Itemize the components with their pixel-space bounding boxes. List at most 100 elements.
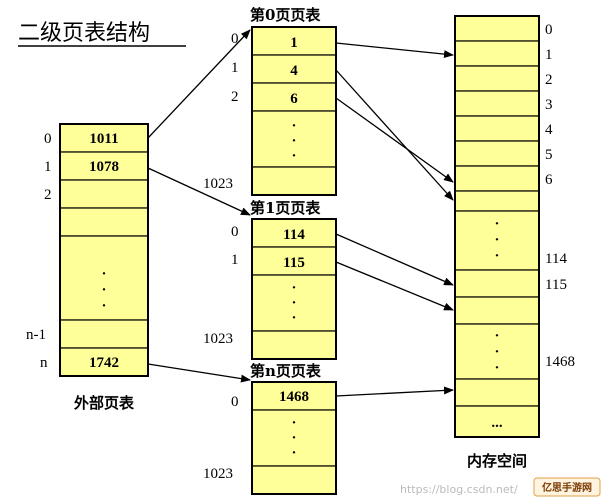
pt1-value: 114 [283,227,305,243]
ptn-cell-last [251,465,337,495]
page-table-1-frame [251,218,337,360]
ellipsis-dot: · [494,360,499,376]
pt0-cell-gap [251,110,337,168]
page-table-n: 第n页页表 1468 · · · 0 1023 [203,362,337,495]
ptn-value: 1468 [279,389,309,405]
memory-frame [454,15,540,438]
mem-frame-5 [454,140,540,167]
mem-frame-0 [454,15,540,42]
outer-value: 1078 [89,159,119,175]
mem-frame-4 [454,115,540,142]
pt0-index: 1 [231,60,239,76]
mem-index: 115 [545,277,567,293]
mem-frame-115 [454,296,540,325]
page-table-0: 第0页页表 1 4 6 · · · 0 1 2 1023 [203,6,337,196]
outer-table-frame [59,123,149,377]
mem-frame-114 [454,269,540,298]
ellipsis-dot: · [291,415,296,431]
arrow-pt1-to-frame115 [335,261,454,311]
outer-index: 1 [44,159,52,175]
ellipsis-dot: · [291,133,296,149]
mem-frame-6 [454,165,540,192]
outer-cell-2 [59,179,149,209]
mem-frame-3 [454,90,540,117]
pt0-index: 1023 [203,176,233,192]
pt0-value: 6 [290,91,298,107]
mem-frame-2 [454,65,540,92]
ellipsis-dot: · [291,280,296,296]
ellipsis-dot: · [494,248,499,264]
pt1-index: 0 [231,224,239,240]
outer-cell-1 [59,151,149,181]
mem-frame-1 [454,40,540,67]
mem-index: 1468 [545,354,575,370]
pt0-index: 0 [231,31,239,47]
site-badge-text: 亿思手游网 [542,481,592,494]
outer-value: 1011 [89,131,118,147]
outer-value: 1742 [89,355,119,371]
pt0-cell-last [251,166,337,196]
arrow-pt0-to-frame6 [335,97,454,183]
mem-index: 5 [545,147,553,163]
mem-index: 114 [545,251,567,267]
pt0-cell [251,54,337,84]
ellipsis-dot: · [494,216,499,232]
mem-index: 1 [545,47,553,63]
page-table-0-frame [251,26,337,196]
outer-index: n-1 [26,327,46,343]
mem-index: 3 [545,97,553,113]
pt0-value: 1 [290,35,298,51]
arrow-outern-to-ptn [147,363,251,383]
pt0-value: 4 [290,63,298,79]
outer-index: n [40,355,48,371]
arrow-ptn-to-frame1468 [335,386,454,397]
ellipsis-dot: · [291,148,296,164]
page-table-n-title: 第n页页表 [250,362,322,380]
outer-index: 0 [44,131,52,147]
pt1-value: 115 [283,255,305,271]
page-table-1-title: 第1页页表 [250,199,321,217]
pt1-cell-last [251,330,337,360]
outer-table-caption: 外部页表 [73,394,135,412]
ellipsis-dot: · [494,232,499,248]
arrow-pt0-to-frame1 [335,42,454,59]
mem-index: 6 [545,172,553,188]
page-table-0-title: 第0页页表 [250,6,321,24]
arrows [147,29,454,397]
arrow-outer0-to-pt0 [147,29,251,139]
ellipsis-dot: · [291,445,296,461]
outer-page-table: 1011 1078 1742 · · · 0 1 2 n-1 n 外部页表 [26,123,149,412]
page-table-n-frame [251,381,337,495]
mem-index: 0 [545,22,553,38]
ellipsis-dot: · [291,118,296,134]
ellipsis-dot: · [101,266,106,282]
diagram-title: 二级页表结构 [18,21,150,46]
memory-ellipsis: ... [491,415,503,431]
ellipsis-dot: · [291,295,296,311]
mem-index: 2 [545,72,553,88]
ellipsis-dot: · [101,282,106,298]
ellipsis-dot: · [494,328,499,344]
ptn-index: 0 [231,394,239,410]
pt1-index: 1 [231,252,239,268]
arrow-outer1-to-pt1 [147,167,251,216]
pt1-cell [251,218,337,248]
ellipsis-dot: · [101,298,106,314]
watermark-text: https://blog.csdn.net/ [400,483,518,496]
ptn-index: 1023 [203,466,233,482]
ellipsis-dot: · [291,310,296,326]
ellipsis-dot: · [291,430,296,446]
outer-index: 2 [44,187,52,203]
arrow-pt0-to-frame4 [335,69,454,201]
outer-cell-n-1 [59,319,149,349]
outer-cell-3 [59,207,149,237]
pt1-index: 1023 [203,331,233,347]
mem-index: 4 [545,122,553,138]
site-badge [533,477,601,497]
memory-caption: 内存空间 [467,452,527,470]
page-table-1: 第1页页表 114 115 · · · 0 1 1023 [203,199,337,360]
mem-frame-gap [454,210,540,271]
arrow-pt1-to-frame114 [335,233,454,286]
memory-space: · · · · · · ... 0 1 2 3 4 5 6 114 115 14… [454,15,575,470]
